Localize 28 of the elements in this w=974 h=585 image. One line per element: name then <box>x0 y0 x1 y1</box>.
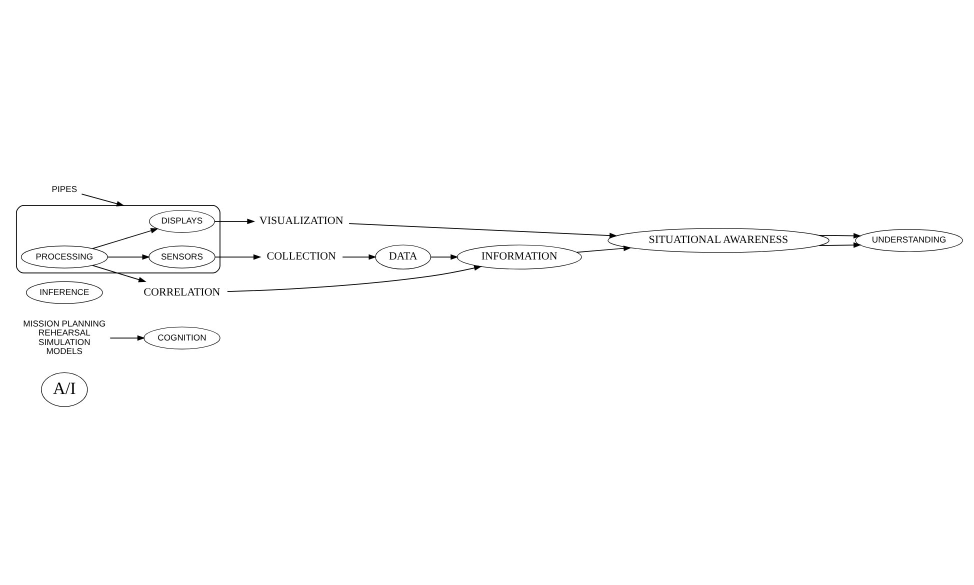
node-ellipse: SENSORS <box>148 246 216 268</box>
node-ellipse: DATA <box>375 244 432 270</box>
cluster <box>16 205 220 274</box>
arrow <box>110 335 146 341</box>
arrow <box>818 242 862 248</box>
arrow <box>818 233 862 239</box>
arrow <box>107 254 150 260</box>
node-ellipse: UNDERSTANDING <box>855 229 963 252</box>
arrow <box>214 254 262 260</box>
arrow <box>214 218 256 224</box>
node-text: CORRELATION <box>144 286 220 298</box>
arrow <box>348 223 618 238</box>
node-ellipse: INFERENCE <box>26 281 103 304</box>
arrow <box>576 246 632 253</box>
node-ellipse: INFORMATION <box>456 244 582 270</box>
node-ellipse: A/I <box>41 372 88 407</box>
node-text: PIPES <box>52 184 78 194</box>
node-ellipse: COGNITION <box>144 326 220 350</box>
arrow <box>430 254 458 260</box>
arrow <box>92 265 146 282</box>
node-text: COLLECTION <box>266 250 336 263</box>
node-text: MISSION PLANNING REHEARSAL SIMULATION MODELS <box>23 318 106 356</box>
arrow <box>342 254 377 260</box>
arrow <box>226 265 482 292</box>
arrow <box>81 194 124 206</box>
node-text: VISUALIZATION <box>259 215 344 228</box>
arrow <box>92 228 159 250</box>
node-ellipse: PROCESSING <box>20 246 108 268</box>
